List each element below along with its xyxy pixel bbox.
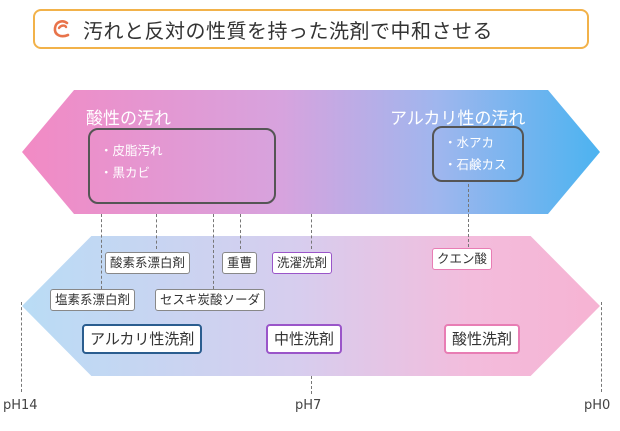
alkaline-dirt-item: ・石鹸カス	[444, 157, 507, 172]
dirt-ph-arrow	[22, 90, 600, 214]
title-banner: 汚れと反対の性質を持った洗剤で中和させる	[33, 9, 589, 49]
category-acidic-cleaner: 酸性洗剤	[444, 324, 521, 354]
guide-line	[311, 214, 312, 249]
acid-dirt-item: ・黒カビ	[100, 165, 151, 180]
axis-label-ph14: pH14	[3, 398, 38, 413]
axis-tick-line	[21, 302, 22, 392]
axis-label-ph7: pH7	[295, 398, 322, 413]
category-neutral-cleaner: 中性洗剤	[266, 324, 343, 354]
acid-dirt-item: ・皮脂汚れ	[100, 143, 163, 158]
guide-line	[156, 214, 157, 249]
alkaline-dirt-box: ・水アカ ・石鹸カス	[432, 126, 524, 182]
axis-label-ph0: pH0	[584, 398, 611, 413]
guide-line	[213, 214, 214, 289]
c-hook-icon	[49, 16, 75, 42]
acid-dirt-label: 酸性の汚れ	[86, 109, 171, 129]
axis-tick-line	[311, 376, 312, 394]
guide-line	[101, 214, 102, 289]
guide-line	[240, 214, 241, 249]
category-alkaline-cleaner: アルカリ性洗剤	[82, 324, 203, 354]
alkaline-dirt-item: ・水アカ	[444, 135, 495, 150]
agent-laundry-detergent: 洗濯洗剤	[272, 252, 333, 274]
page-title: 汚れと反対の性質を持った洗剤で中和させる	[83, 18, 493, 43]
axis-tick-line	[601, 302, 602, 392]
guide-line	[468, 184, 469, 247]
agent-citric-acid: クエン酸	[432, 248, 493, 270]
acid-dirt-box: ・皮脂汚れ ・黒カビ	[88, 128, 276, 204]
alkaline-dirt-label: アルカリ性の汚れ	[390, 109, 526, 129]
agent-sesquicarbonate: セスキ炭酸ソーダ	[155, 289, 266, 311]
agent-oxygen-bleach: 酸素系漂白剤	[105, 252, 191, 274]
agent-chlorine-bleach: 塩素系漂白剤	[50, 289, 136, 311]
agent-baking-soda: 重曹	[222, 252, 258, 274]
